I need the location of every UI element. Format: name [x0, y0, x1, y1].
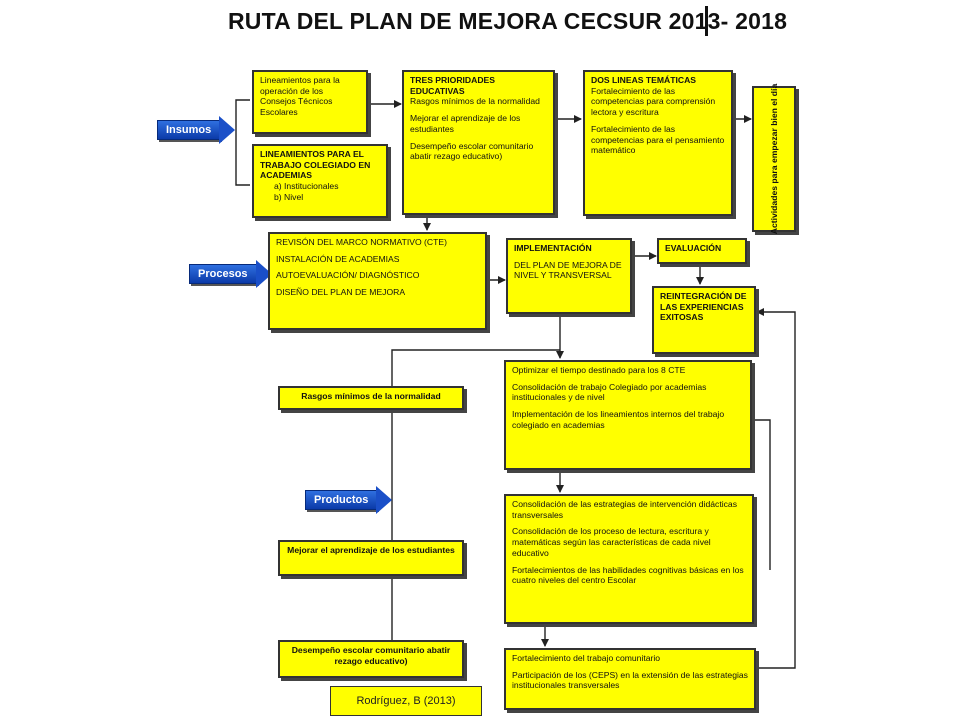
- productos-arrow-icon: [376, 486, 393, 514]
- prioridades-item-1: Rasgos mínimos de la normalidad: [410, 96, 540, 107]
- revision-item-3: AUTOEVALUACIÓN/ DIAGNÓSTICO: [276, 270, 420, 281]
- rasgos-text: Rasgos mínimos de la normalidad: [301, 391, 441, 401]
- box-lineamientos-cte: Lineamientos para la operación de los Co…: [252, 70, 368, 134]
- comunitario-item-1: Fortalecimiento del trabajo comunitario: [512, 653, 661, 663]
- procesos-label: Procesos: [189, 264, 257, 284]
- consolidacion-item-3: Fortalecimientos de las habilidades cogn…: [512, 564, 744, 586]
- box-reintegracion: REINTEGRACIÓN DE LAS EXPERIENCIAS EXITOS…: [652, 286, 756, 354]
- reintegracion-text: REINTEGRACIÓN DE LAS EXPERIENCIAS EXITOS…: [660, 291, 747, 323]
- insumos-arrow-icon: [219, 116, 236, 144]
- credit-label: Rodríguez, B (2013): [330, 686, 482, 716]
- lineas-item-2: Fortalecimiento de las competencias para…: [591, 123, 725, 156]
- revision-item-1: REVISÓN DEL MARCO NORMATIVO (CTE): [276, 237, 447, 247]
- prioridades-item-3: Desempeño escolar comunitario abatir rez…: [410, 140, 534, 162]
- consolidacion-item-1: Consolidación de las estrategias de inte…: [512, 499, 738, 520]
- implementacion-title: IMPLEMENTACIÓN: [514, 243, 592, 253]
- box-desempeno: Desempeño escolar comunitario abatir rez…: [278, 640, 464, 678]
- box-rasgos: Rasgos mínimos de la normalidad: [278, 386, 464, 410]
- procesos-arrow-icon: [255, 260, 272, 288]
- lineamientos-cte-text: Lineamientos para la operación de los Co…: [260, 75, 340, 118]
- feedback-line-to-reintegracion: [755, 308, 796, 669]
- mejorar-text: Mejorar el aprendizaje de los estudiante…: [287, 545, 455, 555]
- academias-title: LINEAMIENTOS PARA EL TRABAJO COLEGIADO E…: [260, 149, 371, 181]
- box-mejorar: Mejorar el aprendizaje de los estudiante…: [278, 540, 464, 576]
- implementacion-body: DEL PLAN DE MEJORA DE NIVEL Y TRANSVERSA…: [514, 259, 622, 281]
- lineas-title: DOS LINEAS TEMÁTICAS: [591, 75, 697, 85]
- optimizar-item-2: Consolidación de trabajo Colegiado por a…: [512, 381, 707, 403]
- diagram-title: RUTA DEL PLAN DE MEJORA CECSUR 2013- 201…: [228, 8, 788, 34]
- actividades-text: Actividades para empezar bien el día: [769, 83, 779, 235]
- feedback-line-optimizar: [752, 419, 771, 570]
- insumos-label: Insumos: [157, 120, 221, 140]
- evaluacion-text: EVALUACIÓN: [665, 243, 722, 253]
- comunitario-item-2: Participación de los (CEPS) en la extens…: [512, 669, 748, 691]
- box-tres-prioridades: TRES PRIORIDADES EDUCATIVAS Rasgos mínim…: [402, 70, 555, 215]
- box-dos-lineas: DOS LINEAS TEMÁTICAS Fortalecimiento de …: [583, 70, 733, 216]
- insumos-bracket: [235, 99, 250, 186]
- box-implementacion: IMPLEMENTACIÓN DEL PLAN DE MEJORA DE NIV…: [506, 238, 632, 314]
- revision-item-2: INSTALACIÓN DE ACADEMIAS: [276, 253, 400, 264]
- academias-item-b: b) Nivel: [274, 191, 304, 202]
- academias-item-a: a) Institucionales: [274, 181, 339, 192]
- productos-label: Productos: [305, 490, 378, 510]
- desempeno-text: Desempeño escolar comunitario abatir rez…: [291, 645, 451, 666]
- optimizar-item-3: Implementación de los lineamientos inter…: [512, 409, 725, 430]
- title-cursor-bar: [705, 6, 708, 36]
- box-revision: REVISÓN DEL MARCO NORMATIVO (CTE) INSTAL…: [268, 232, 487, 330]
- box-lineamientos-academias: LINEAMIENTOS PARA EL TRABAJO COLEGIADO E…: [252, 144, 388, 218]
- insumos-tag: Insumos: [157, 116, 236, 144]
- box-comunitario: Fortalecimiento del trabajo comunitario …: [504, 648, 756, 710]
- box-evaluacion: EVALUACIÓN: [657, 238, 747, 264]
- prioridades-title: TRES PRIORIDADES EDUCATIVAS: [410, 75, 495, 96]
- lineas-item-1: Fortalecimiento de las competencias para…: [591, 85, 716, 118]
- revision-item-4: DISEÑO DEL PLAN DE MEJORA: [276, 287, 406, 298]
- consolidacion-item-2: Consolidación de los proceso de lectura,…: [512, 526, 711, 558]
- box-consolidacion: Consolidación de las estrategias de inte…: [504, 494, 754, 624]
- procesos-tag: Procesos: [189, 260, 272, 288]
- box-actividades: Actividades para empezar bien el día: [752, 83, 796, 235]
- optimizar-item-1: Optimizar el tiempo destinado para los 8…: [512, 365, 686, 375]
- productos-tag: Productos: [305, 486, 393, 514]
- prioridades-item-2: Mejorar el aprendizaje de los estudiante…: [410, 113, 521, 134]
- box-optimizar: Optimizar el tiempo destinado para los 8…: [504, 360, 752, 470]
